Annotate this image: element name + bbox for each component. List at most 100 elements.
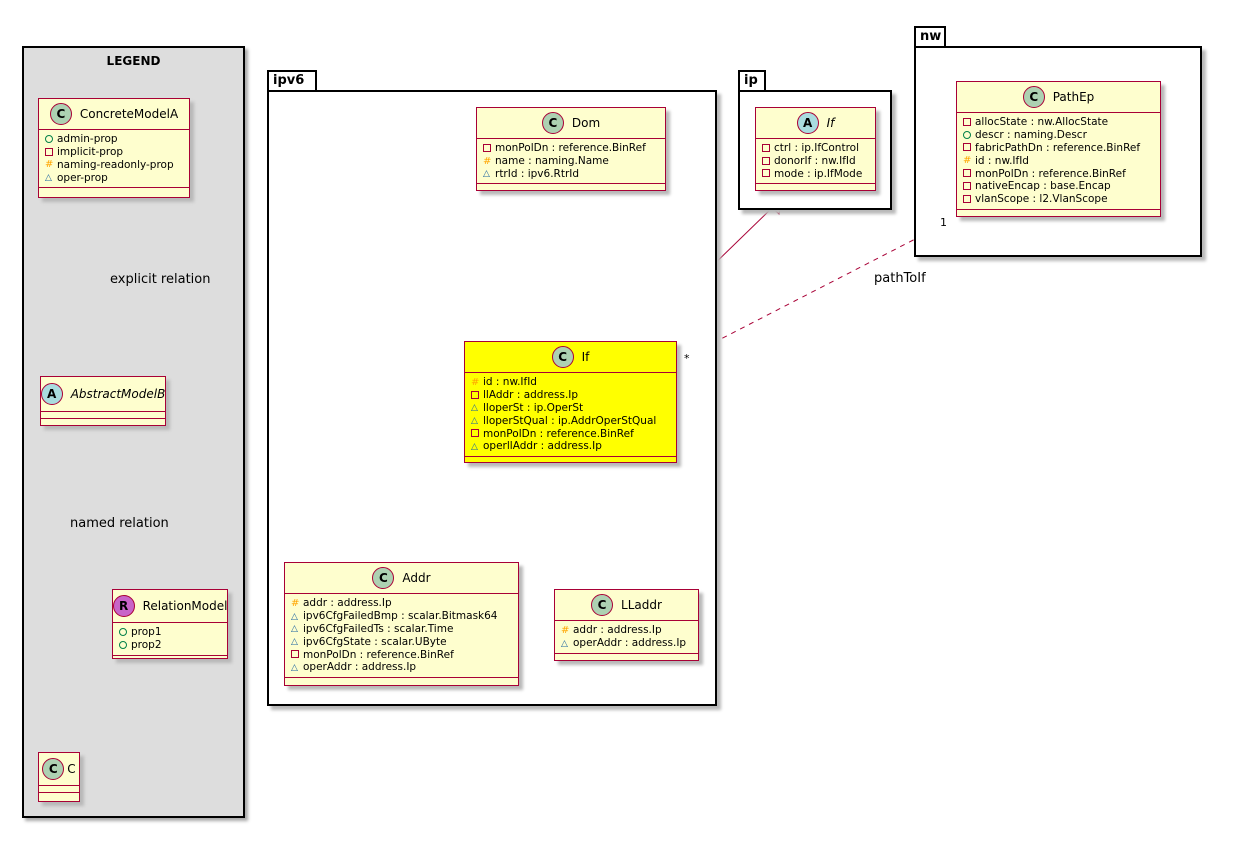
attr-row: monPolDn : reference.BinRef [483,142,665,155]
private-icon [762,156,774,167]
explicit-relation-label: explicit relation [110,272,211,287]
attr-row: mode : ip.IfMode [762,168,875,181]
protected-icon [561,625,573,636]
dom-class[interactable]: C Dom monPolDn : reference.BinRef name :… [476,107,666,191]
attr-row: allocState : nw.AllocState [963,116,1160,129]
public-icon [119,627,131,638]
protected-icon [963,155,975,166]
private-icon [471,390,483,401]
named-relation-label: named relation [70,516,169,531]
attr-row: ipv6CfgFailedBmp : scalar.Bitmask64 [291,610,518,623]
attr-row: implicit-prop [45,146,189,159]
private-icon [291,649,303,660]
class-c-icon: C [1022,86,1045,108]
attr-row: lloperStQual : ip.AddrOperStQual [471,414,676,427]
class-name: ConcreteModelA [79,107,179,121]
attr-row: lloperSt : ip.OperSt [471,402,676,415]
attr-row: naming-readonly-prop [45,159,189,172]
attr-row: ipv6CfgFailedTs : scalar.Time [291,623,518,636]
attr-row: fabricPathDn : reference.BinRef [963,142,1160,155]
private-icon [762,143,774,154]
attr-row: operAddr : address.Ip [291,661,518,674]
attr-row: prop2 [119,639,227,652]
ipv6-if-class[interactable]: C If id : nw.IfId llAddr : address.Ip ll… [464,341,677,463]
concrete-model-class[interactable]: C ConcreteModelA admin-prop implicit-pro… [38,98,190,198]
package-icon [471,415,483,426]
class-c-icon: C [372,567,395,589]
lladdr-class[interactable]: C LLaddr addr : address.Ip operAddr : ad… [554,589,699,661]
package-icon [291,636,303,647]
attr-row: monPolDn : reference.BinRef [291,648,518,661]
class-name: If [826,116,835,130]
package-icon [291,662,303,673]
private-icon [963,142,975,153]
class-c-icon: C [42,758,65,780]
class-r-icon: R [112,595,135,617]
attr-row: vlanScope : l2.VlanScope [963,193,1160,206]
attr-row: nativeEncap : base.Encap [963,180,1160,193]
class-name: Dom [571,116,601,130]
pathep-class[interactable]: C PathEp allocState : nw.AllocState desc… [956,81,1161,217]
attr-row: addr : address.Ip [291,597,518,610]
attr-row: descr : naming.Descr [963,129,1160,142]
private-icon [963,194,975,205]
relation-model-class[interactable]: R RelationModel prop1 prop2 [112,589,228,659]
attr-row: rtrId : ipv6.RtrId [483,168,665,181]
private-icon [963,168,975,179]
attr-row: donorIf : nw.IfId [762,155,875,168]
attr-row: operAddr : address.Ip [561,637,698,650]
package-tab-ipv6: ipv6 [267,70,317,92]
package-icon [471,402,483,413]
class-name: PathEp [1052,90,1095,104]
attr-row: name : naming.Name [483,155,665,168]
class-a-icon: A [796,112,819,134]
protected-icon [291,598,303,609]
protected-icon [45,159,57,170]
multiplicity-one: 1 [940,216,947,229]
package-icon [291,611,303,622]
attr-row: addr : address.Ip [561,624,698,637]
private-icon [963,117,975,128]
attr-row: prop1 [119,626,227,639]
addr-class[interactable]: C Addr addr : address.Ip ipv6CfgFailedBm… [284,562,519,686]
class-c-icon: C [541,112,564,134]
package-icon [45,172,57,183]
public-icon [963,130,975,141]
class-a-icon: A [40,383,63,405]
private-icon [45,147,57,158]
class-name: C [67,762,76,776]
protected-icon [471,377,483,388]
package-tab-nw: nw [914,26,946,48]
class-name: Addr [402,571,431,585]
class-c-icon: C [49,103,72,125]
attr-row: monPolDn : reference.BinRef [963,167,1160,180]
private-icon [483,143,495,154]
class-name: If [581,350,590,364]
multiplicity-many: * [684,352,690,365]
package-icon [483,168,495,179]
attr-row: id : nw.IfId [471,376,676,389]
package-icon [471,441,483,452]
attr-row: admin-prop [45,133,189,146]
attr-row: ctrl : ip.IfControl [762,142,875,155]
package-icon [561,638,573,649]
package-icon [291,623,303,634]
legend-title: LEGEND [106,54,161,68]
private-icon [963,181,975,192]
path-to-if-label: pathToIf [874,271,926,286]
class-name: LLaddr [621,598,662,612]
c-class[interactable]: C C [38,752,80,802]
class-name: RelationModel [142,599,228,613]
attr-row: ipv6CfgState : scalar.UByte [291,635,518,648]
class-c-icon: C [551,346,574,368]
private-icon [471,428,483,439]
attr-row: llAddr : address.Ip [471,389,676,402]
attr-row: monPolDn : reference.BinRef [471,427,676,440]
class-name: AbstractModelB [70,387,166,401]
protected-icon [483,156,495,167]
attr-row: oper-prop [45,171,189,184]
attr-row: operllAddr : address.Ip [471,440,676,453]
class-c-icon: C [591,594,614,616]
ip-if-class[interactable]: A If ctrl : ip.IfControl donorIf : nw.If… [755,107,876,191]
abstract-model-class[interactable]: A AbstractModelB [40,376,166,426]
